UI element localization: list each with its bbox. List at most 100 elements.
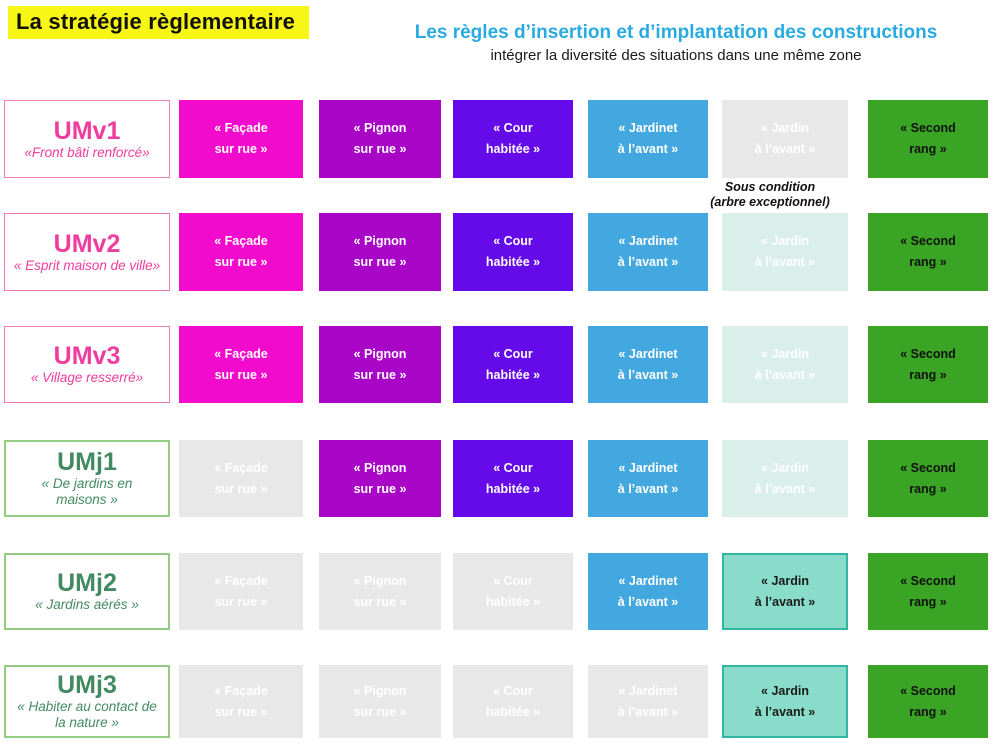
cell-label-line2: à l’avant »: [754, 481, 816, 496]
cell-label-line2: rang »: [909, 704, 947, 719]
cell-facade-sur-rue: « Façade sur rue »: [179, 553, 303, 630]
cell-label-line2: habitée »: [485, 481, 541, 496]
cell-label-line2: habitée »: [485, 255, 541, 269]
condition-note: Sous condition (arbre exceptionnel): [697, 180, 843, 210]
cell-pignon-sur-rue: « Pignon sur rue »: [319, 553, 441, 630]
cell-label-line2: à l’avant »: [617, 142, 679, 156]
cell-facade-sur-rue: « Façade sur rue »: [179, 665, 303, 738]
cell-label-line1: « Cour: [493, 573, 533, 588]
cell-label-line2: rang »: [909, 367, 947, 382]
cell-label-line1: « Façade: [214, 460, 268, 475]
cell-label-line1: « Second: [900, 573, 956, 588]
cell-label-line1: « Jardin: [761, 460, 809, 475]
cell-label-line2: à l’avant »: [617, 594, 679, 609]
zone-subtitle: la nature »: [55, 715, 119, 730]
condition-note-line2: (arbre exceptionnel): [710, 195, 830, 209]
cell-label-line2: à l’avant »: [617, 481, 679, 496]
zone-subtitle: « Jardins aérés »: [35, 597, 139, 612]
main-subtitle: intégrer la diversité des situations dan…: [490, 47, 862, 64]
cell-jardinet-avant: « Jardinet à l’avant »: [588, 326, 708, 403]
cell-label-line2: sur rue »: [214, 594, 268, 609]
cell-label-line2: rang »: [909, 255, 947, 269]
cell-label-line1: « Jardin: [761, 683, 809, 698]
zone-subtitle: « Village resserré»: [30, 370, 144, 385]
page-title-highlight: La stratégie règlementaire: [8, 6, 310, 39]
cell-label-line1: « Façade: [214, 573, 268, 588]
cell-label-line1: « Cour: [493, 683, 533, 698]
cell-label-line2: habitée »: [485, 142, 541, 156]
zone-subtitle: «Front bâti renforcé»: [24, 144, 150, 160]
cell-label-line2: à l’avant »: [617, 367, 679, 382]
cell-facade-sur-rue: « Façade sur rue »: [179, 100, 303, 178]
cell-label-line1: « Pignon: [353, 573, 407, 588]
cell-cour-habitee: « Cour habitée »: [453, 326, 573, 403]
zone-title: UMj3: [57, 671, 117, 699]
cell-label-line2: sur rue »: [214, 704, 268, 719]
zone-title: UMv2: [53, 229, 121, 258]
cell-cour-habitee: « Cour habitée »: [453, 440, 573, 517]
condition-note-line1: Sous condition: [724, 180, 816, 194]
main-title: Les règles d’insertion et d’implantation…: [414, 22, 938, 43]
cell-label-line2: sur rue »: [353, 367, 407, 382]
cell-second-rang: « Second rang »: [868, 213, 988, 291]
cell-label-line1: « Second: [900, 460, 956, 475]
cell-label-line2: sur rue »: [353, 255, 407, 269]
zone-subtitle: « Habiter au contact de: [17, 699, 157, 714]
cell-label-line1: « Second: [900, 121, 956, 135]
cell-label-line1: « Façade: [214, 234, 268, 248]
cell-label-line1: « Cour: [493, 346, 533, 361]
zone-label-box: UMv3« Village resserré»: [4, 326, 170, 403]
cell-label-line2: à l’avant »: [754, 255, 816, 269]
cell-label-line2: à l’avant »: [617, 704, 679, 719]
zone-subtitle: maisons »: [56, 492, 118, 507]
zone-subtitle: « Esprit maison de ville»: [13, 257, 161, 273]
cell-label-line2: à l’avant »: [617, 255, 679, 269]
cell-cour-habitee: « Cour habitée »: [453, 213, 573, 291]
cell-label-line1: « Cour: [493, 234, 533, 248]
page-title: La stratégie règlementaire: [8, 6, 310, 39]
cell-label-line1: « Jardin: [761, 121, 809, 135]
cell-label-line1: « Façade: [214, 683, 268, 698]
cell-label-line2: sur rue »: [214, 142, 268, 156]
cell-label-line1: « Jardinet: [618, 346, 678, 361]
cell-label-line1: « Second: [900, 683, 956, 698]
cell-jardin-avant: « Jardin à l’avant »: [722, 440, 848, 517]
cell-label-line2: habitée »: [485, 704, 541, 719]
cell-label-line2: sur rue »: [353, 142, 407, 156]
cell-second-rang: « Second rang »: [868, 665, 988, 738]
cell-label-line2: habitée »: [485, 367, 541, 382]
cell-label-line1: « Façade: [214, 121, 268, 135]
cell-label-line2: à l’avant »: [754, 594, 816, 609]
cell-label-line2: sur rue »: [214, 367, 268, 382]
zone-subtitle: « De jardins en: [41, 476, 133, 491]
cell-label-line1: « Second: [900, 234, 956, 248]
cell-label-line1: « Pignon: [353, 460, 407, 475]
zone-label-box: UMv2« Esprit maison de ville»: [4, 213, 170, 291]
cell-label-line1: « Jardin: [761, 346, 809, 361]
cell-label-line2: sur rue »: [353, 594, 407, 609]
cell-label-line1: « Cour: [493, 460, 533, 475]
cell-label-line2: sur rue »: [353, 704, 407, 719]
